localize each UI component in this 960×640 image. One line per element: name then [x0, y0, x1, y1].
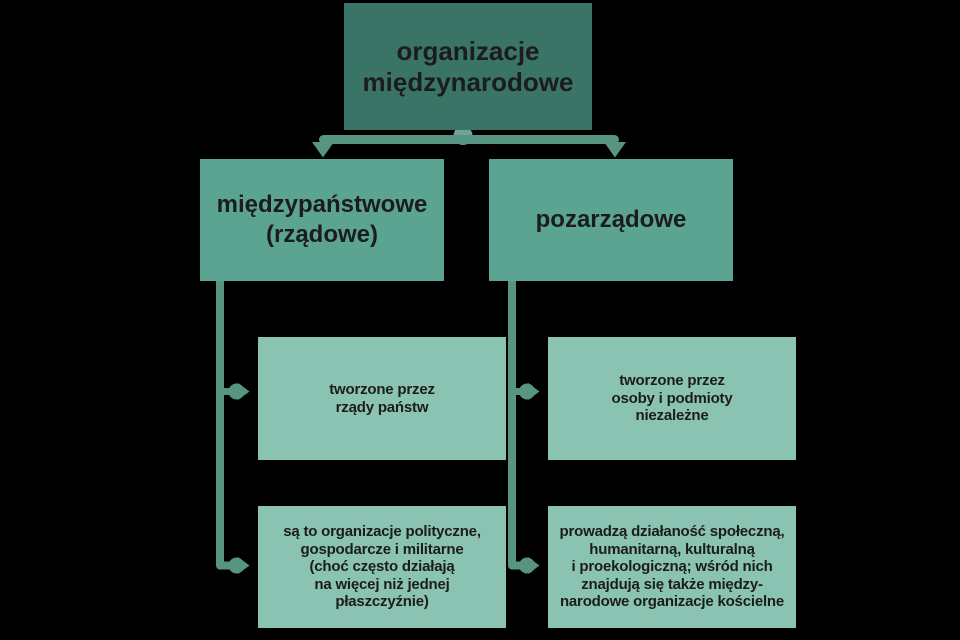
arrow-right-left-bottom-icon: [238, 557, 250, 574]
root-box: organizacje międzynarodowe: [344, 3, 592, 130]
detail-box-right-1: tworzone przez osoby i podmioty niezależ…: [548, 337, 796, 460]
branch-box-nongovernmental: pozarządowe: [489, 159, 733, 281]
left-mid-stub: [220, 388, 238, 395]
left-branch-line: [216, 281, 236, 570]
root-box-label: organizacje międzynarodowe: [362, 35, 574, 97]
detail-box-left-2: są to organizacje polityczne, gospodarcz…: [258, 506, 506, 628]
arrow-down-right-icon: [604, 142, 626, 158]
right-branch-line: [508, 281, 527, 570]
top-connector-bar: [319, 135, 619, 144]
detail-right-2-label: prowadzą działaność społeczną, humanitar…: [559, 523, 785, 611]
arrow-right-right-bottom-icon: [528, 557, 540, 574]
right-bottom-dot-icon: [519, 557, 535, 574]
right-mid-stub: [512, 388, 530, 395]
detail-box-right-2: prowadzą działaność społeczną, humanitar…: [548, 506, 796, 628]
left-mid-dot-icon: [228, 383, 245, 400]
right-mid-dot-icon: [519, 383, 535, 400]
detail-left-1-label: tworzone przez rządy państw: [329, 381, 435, 416]
detail-left-2-label: są to organizacje polityczne, gospodarcz…: [283, 523, 481, 611]
arrow-down-left-icon: [312, 142, 334, 158]
arrow-right-left-mid-icon: [238, 383, 250, 400]
branch-nongovernmental-label: pozarządowe: [535, 206, 687, 233]
arrow-right-right-mid-icon: [528, 383, 540, 400]
detail-right-1-label: tworzone przez osoby i podmioty niezależ…: [611, 372, 733, 425]
branch-intergovernmental-label: międzypaństwowe (rządowe): [216, 191, 428, 248]
detail-box-left-1: tworzone przez rządy państw: [258, 337, 506, 460]
left-bottom-dot-icon: [228, 557, 245, 574]
branch-box-intergovernmental: międzypaństwowe (rządowe): [200, 159, 444, 281]
